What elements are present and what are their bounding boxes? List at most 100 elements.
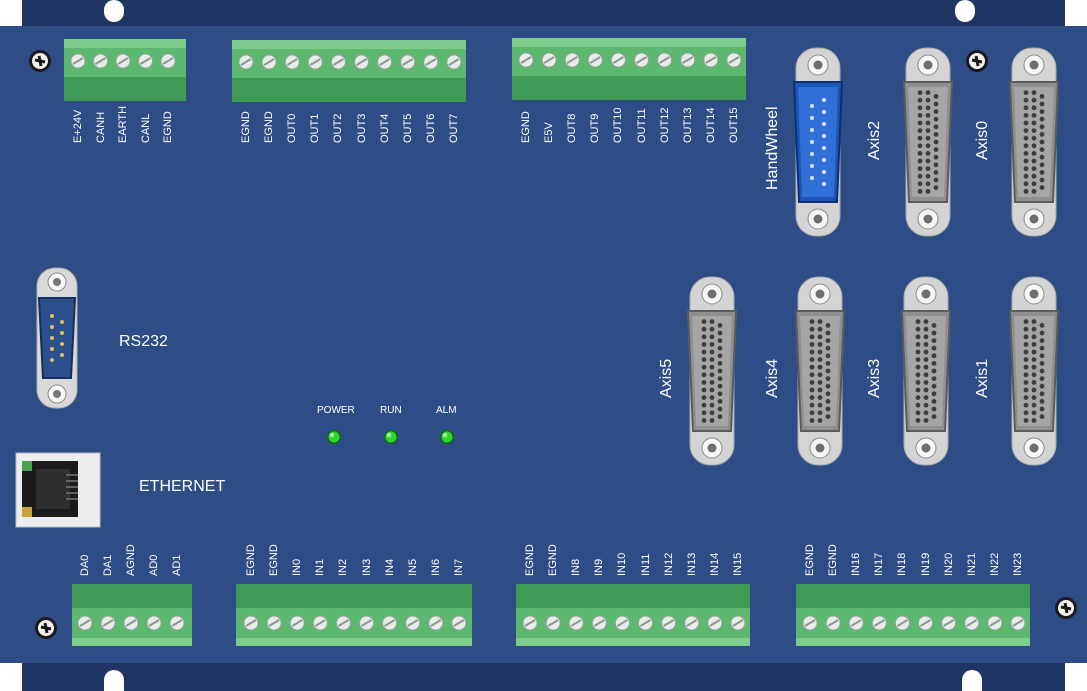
terminal-screw[interactable]	[238, 54, 254, 70]
terminal-label: E5V	[543, 122, 556, 143]
terminal-screw[interactable]	[169, 615, 185, 631]
terminal-screw[interactable]	[146, 615, 162, 631]
terminal-screw[interactable]	[614, 615, 630, 631]
terminal-screw[interactable]	[522, 615, 538, 631]
rs232-connector[interactable]	[36, 267, 78, 409]
terminal-screw[interactable]	[730, 615, 746, 631]
terminal-screw[interactable]	[802, 615, 818, 631]
terminal-screw[interactable]	[684, 615, 700, 631]
terminal-screw[interactable]	[591, 615, 607, 631]
terminal-label: CANH	[94, 111, 107, 143]
terminal-screw[interactable]	[587, 52, 603, 68]
terminal-screw[interactable]	[568, 615, 584, 631]
terminal-block-bottom-7	[796, 584, 1030, 646]
terminal-screw[interactable]	[70, 53, 86, 69]
terminal-screw[interactable]	[289, 615, 305, 631]
terminal-screw[interactable]	[77, 615, 93, 631]
terminal-label: IN4	[383, 558, 396, 576]
terminal-screw[interactable]	[100, 615, 116, 631]
terminal-screw[interactable]	[284, 54, 300, 70]
terminal-screw[interactable]	[545, 615, 561, 631]
terminal-screw[interactable]	[703, 52, 719, 68]
terminal-screw[interactable]	[707, 615, 723, 631]
terminal-label: EGND	[524, 544, 536, 576]
terminal-screw[interactable]	[638, 615, 653, 631]
axis5-label: Axis5	[658, 358, 675, 398]
axis4-connector[interactable]	[794, 276, 846, 466]
ethernet-port[interactable]	[15, 452, 101, 528]
terminal-screw[interactable]	[871, 615, 887, 631]
terminal-label: IN18	[896, 552, 909, 576]
terminal-label: OUT4	[378, 113, 391, 143]
corner-screw-bottom-right	[1055, 597, 1077, 619]
terminal-label: EARTH	[117, 105, 129, 143]
terminal-screw[interactable]	[987, 615, 1003, 631]
terminal-screw[interactable]	[423, 54, 439, 70]
mounting-flange-bottom	[22, 663, 1065, 691]
terminal-screw[interactable]	[266, 615, 282, 631]
terminal-screw[interactable]	[243, 615, 259, 631]
terminal-screw[interactable]	[93, 53, 108, 69]
handwheel-label: HandWheel	[764, 106, 781, 190]
terminal-screw[interactable]	[610, 52, 626, 68]
terminal-screw[interactable]	[634, 52, 649, 68]
terminal-block-bottom-5	[236, 584, 472, 646]
axis2-label: Axis2	[866, 120, 883, 160]
terminal-screw[interactable]	[680, 52, 696, 68]
terminal-screw[interactable]	[115, 53, 131, 69]
terminal-screw[interactable]	[354, 54, 369, 70]
led-label-alm: ALM	[436, 405, 457, 416]
terminal-label: EGND	[827, 544, 840, 576]
axis0-label: Axis0	[974, 120, 991, 160]
terminal-label: IN23	[1011, 552, 1024, 576]
terminal-screw[interactable]	[428, 615, 444, 631]
terminal-screw[interactable]	[825, 615, 841, 631]
terminal-label: IN14	[708, 552, 721, 576]
terminal-screw[interactable]	[661, 615, 677, 631]
terminal-screw[interactable]	[964, 615, 980, 631]
terminal-screw[interactable]	[330, 54, 346, 70]
status-leds	[327, 430, 454, 444]
terminal-screw[interactable]	[541, 52, 557, 68]
axis5-connector[interactable]	[686, 276, 738, 466]
terminal-screw[interactable]	[312, 615, 328, 631]
led-alm	[440, 430, 454, 444]
terminal-screw[interactable]	[848, 615, 864, 631]
d-sub-connectors	[686, 47, 1060, 466]
terminal-label: OUT14	[704, 107, 717, 143]
terminal-screw[interactable]	[518, 52, 534, 68]
terminal-screw[interactable]	[918, 615, 933, 631]
axis2-connector[interactable]	[902, 47, 954, 237]
terminal-screw[interactable]	[405, 615, 421, 631]
terminal-screw[interactable]	[335, 615, 351, 631]
terminal-screw[interactable]	[261, 54, 277, 70]
axis1-connector[interactable]	[1008, 276, 1060, 466]
terminal-screw[interactable]	[160, 53, 176, 69]
terminal-screw[interactable]	[726, 52, 742, 68]
terminal-screw[interactable]	[446, 54, 462, 70]
terminal-screw[interactable]	[451, 615, 467, 631]
terminal-block-top-1	[64, 39, 186, 101]
terminal-screw[interactable]	[400, 54, 416, 70]
axis0-connector[interactable]	[1008, 47, 1060, 237]
axis3-connector[interactable]	[900, 276, 952, 466]
terminal-screw[interactable]	[377, 54, 393, 70]
terminal-screw[interactable]	[894, 615, 910, 631]
terminal-label: IN21	[965, 552, 978, 576]
terminal-label: IN2	[337, 558, 350, 576]
terminal-screw[interactable]	[382, 615, 398, 631]
terminal-label: OUT8	[566, 113, 579, 143]
handwheel-connector[interactable]	[792, 47, 844, 237]
terminal-screw[interactable]	[307, 54, 323, 70]
terminal-screw[interactable]	[564, 52, 580, 68]
terminal-screw[interactable]	[657, 52, 673, 68]
terminal-screw[interactable]	[941, 615, 957, 631]
terminal-screw[interactable]	[138, 53, 153, 69]
terminal-label: IN3	[360, 558, 373, 576]
terminal-screw[interactable]	[359, 615, 374, 631]
terminal-label: EGND	[520, 111, 532, 143]
terminal-screw[interactable]	[1010, 615, 1026, 631]
terminal-screw[interactable]	[123, 615, 139, 631]
terminal-label: AGND	[125, 544, 137, 576]
